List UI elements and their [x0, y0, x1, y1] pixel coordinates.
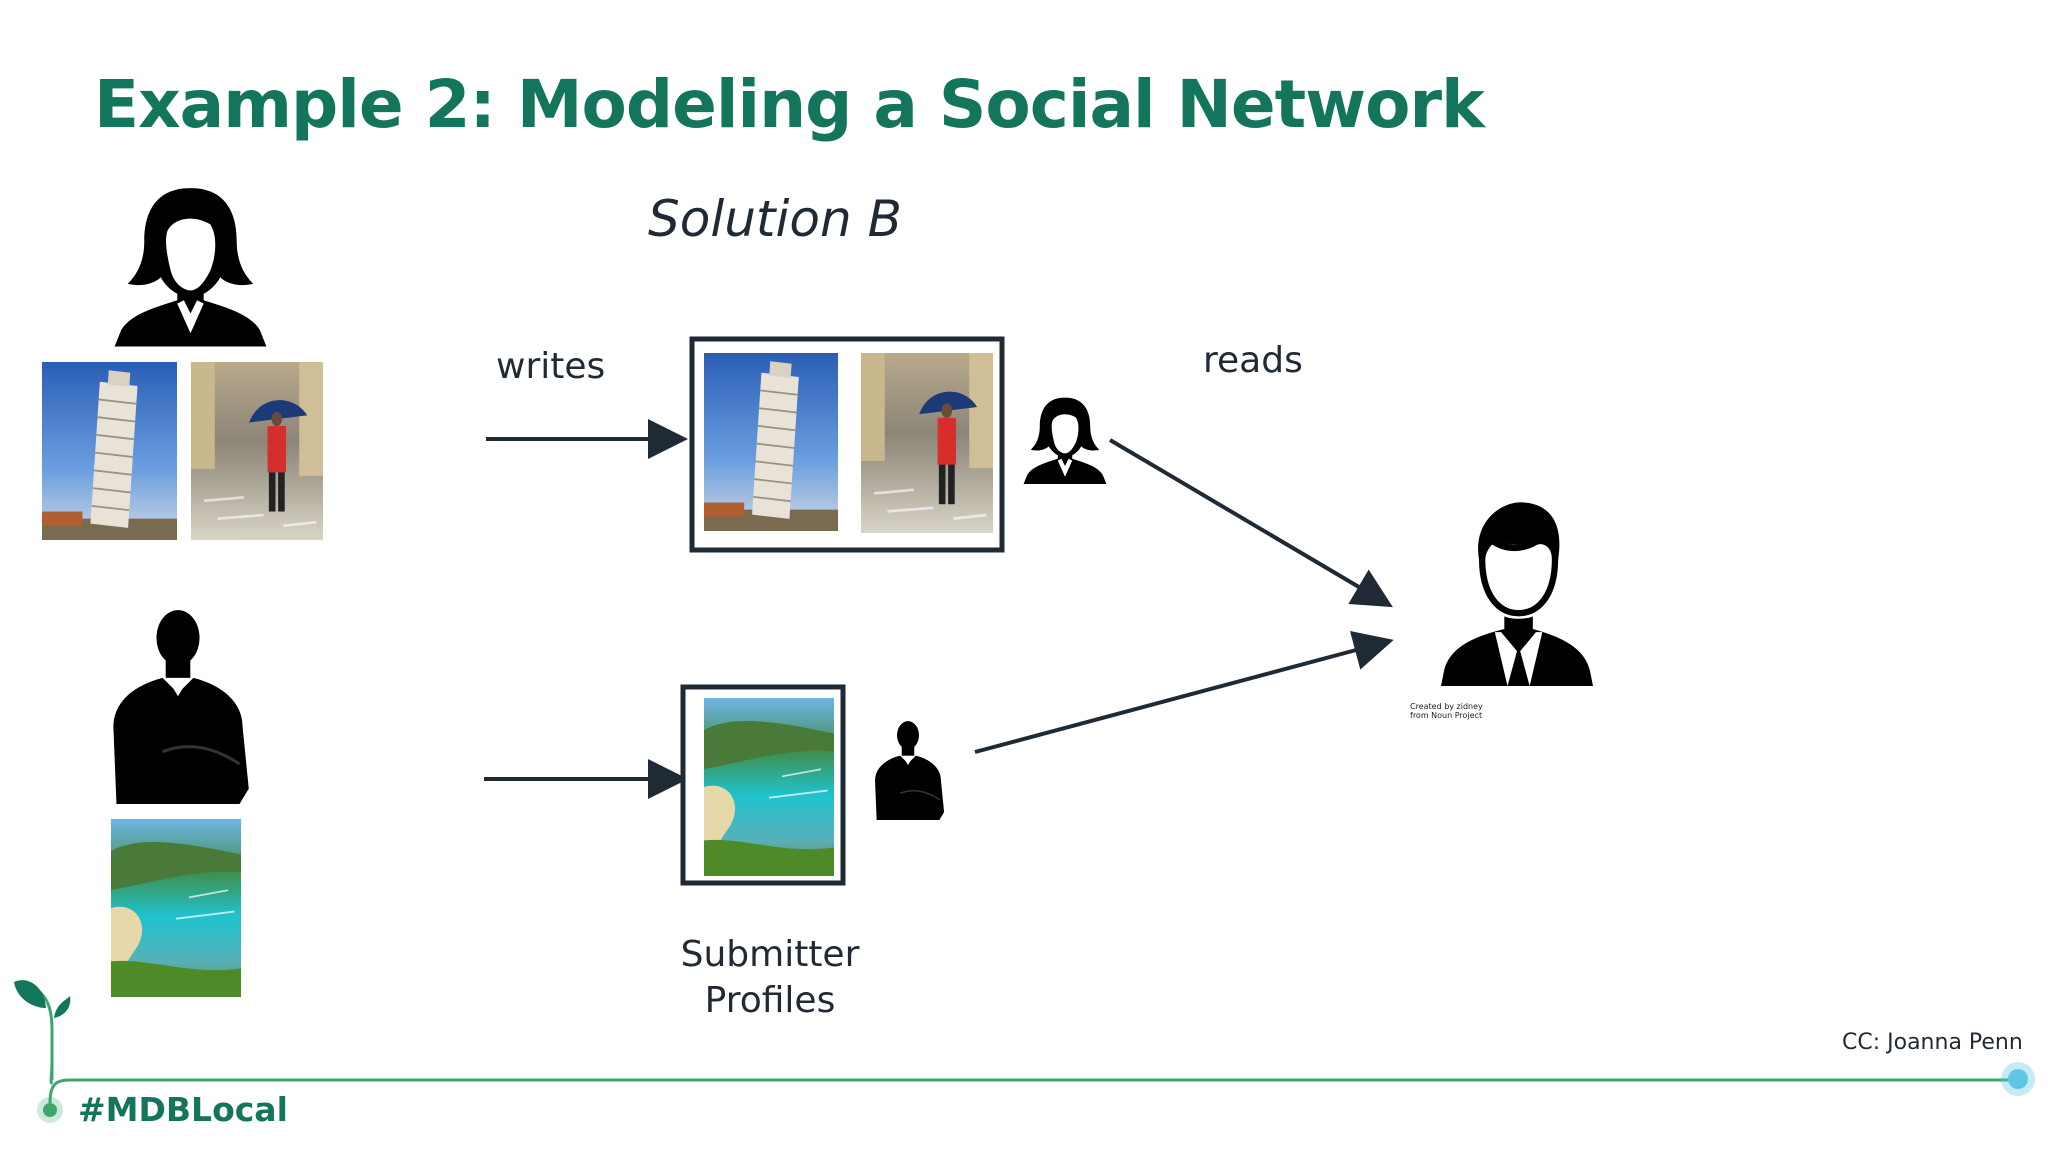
timeline-end-dot — [2001, 1062, 2035, 1096]
photo-credit: CC: Joanna Penn — [1842, 1030, 2023, 1055]
leaf-sprout-icon — [14, 980, 71, 1123]
flooded-street-photo — [189, 360, 325, 542]
tropical-bay-photo — [110, 818, 242, 998]
icon-attribution-line1: Created by zidney — [1410, 702, 1483, 711]
page-title: Example 2: Modeling a Social Network — [94, 66, 1485, 143]
reads-arrow-top — [1108, 438, 1393, 608]
submitter-profiles-line1: Submitter — [680, 934, 860, 975]
reads-label: reads — [1203, 340, 1303, 381]
man-suit-silhouette-icon — [111, 608, 251, 804]
submitter-profiles-line2: Profiles — [704, 980, 836, 1021]
woman-owner-icon — [1023, 397, 1107, 484]
writes-label: writes — [496, 346, 606, 387]
submitter-profiles-label: Submitter Profiles — [640, 932, 900, 1024]
subtitle: Solution B — [648, 190, 902, 248]
leaning-tower-photo — [41, 361, 178, 541]
timeline-line — [48, 1078, 2010, 1104]
event-hashtag: #MDBLocal — [78, 1090, 288, 1129]
icon-attribution: Created by zidney from Noun Project — [1410, 702, 1483, 720]
icon-attribution-line2: from Noun Project — [1410, 711, 1483, 720]
reader-person-icon — [1441, 502, 1593, 686]
reads-arrow-bottom — [974, 630, 1394, 754]
woman-silhouette-icon — [114, 188, 267, 347]
submitter-profile-man — [680, 684, 846, 886]
man-owner-icon — [874, 720, 945, 820]
submitter-profile-woman — [689, 336, 1005, 553]
